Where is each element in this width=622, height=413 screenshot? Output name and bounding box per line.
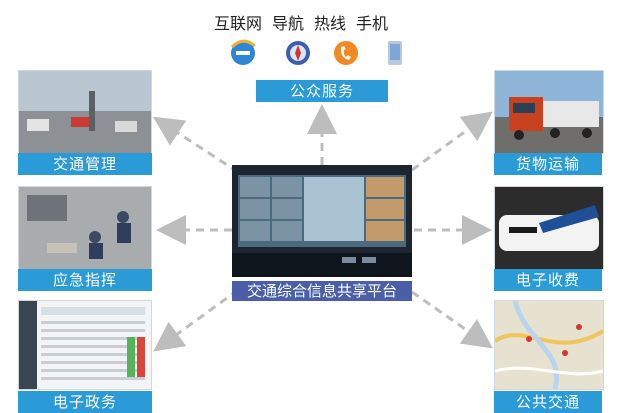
platform-label: 交通综合信息共享平台 bbox=[232, 281, 412, 301]
e-government-photo bbox=[18, 300, 152, 390]
emergency-command-photo bbox=[18, 186, 152, 270]
arrow-to-freight-transport bbox=[411, 111, 493, 172]
e-toll-photo bbox=[494, 186, 604, 270]
public-service-label: 公众服务 bbox=[256, 80, 388, 102]
channel-navigation: 导航 bbox=[272, 14, 305, 33]
arrow-to-public-transit bbox=[411, 290, 493, 349]
e-government-label: 电子政务 bbox=[18, 391, 152, 413]
ie-browser-icon bbox=[230, 39, 256, 65]
public-transit-label: 公共交通 bbox=[494, 391, 602, 413]
freight-transport-label: 货物运输 bbox=[494, 153, 602, 175]
arrow-to-e-government bbox=[153, 288, 239, 352]
traffic-management-photo bbox=[18, 70, 152, 154]
traffic-management-label: 交通管理 bbox=[18, 153, 152, 175]
compass-icon bbox=[286, 41, 310, 65]
public-service-channels: 互联网导航热线手机 bbox=[214, 10, 414, 34]
channel-mobile: 手机 bbox=[356, 14, 389, 33]
platform-screen-photo bbox=[232, 165, 412, 277]
arrow-to-traffic-management bbox=[152, 116, 239, 174]
mobile-phone-icon bbox=[388, 41, 402, 65]
phone-hotline-icon bbox=[334, 41, 358, 65]
channel-hotline: 热线 bbox=[314, 14, 347, 33]
channel-internet: 互联网 bbox=[214, 14, 263, 33]
freight-transport-photo bbox=[494, 70, 604, 154]
emergency-command-label: 应急指挥 bbox=[18, 269, 152, 291]
e-toll-label: 电子收费 bbox=[494, 269, 602, 291]
public-transit-photo bbox=[494, 300, 604, 390]
